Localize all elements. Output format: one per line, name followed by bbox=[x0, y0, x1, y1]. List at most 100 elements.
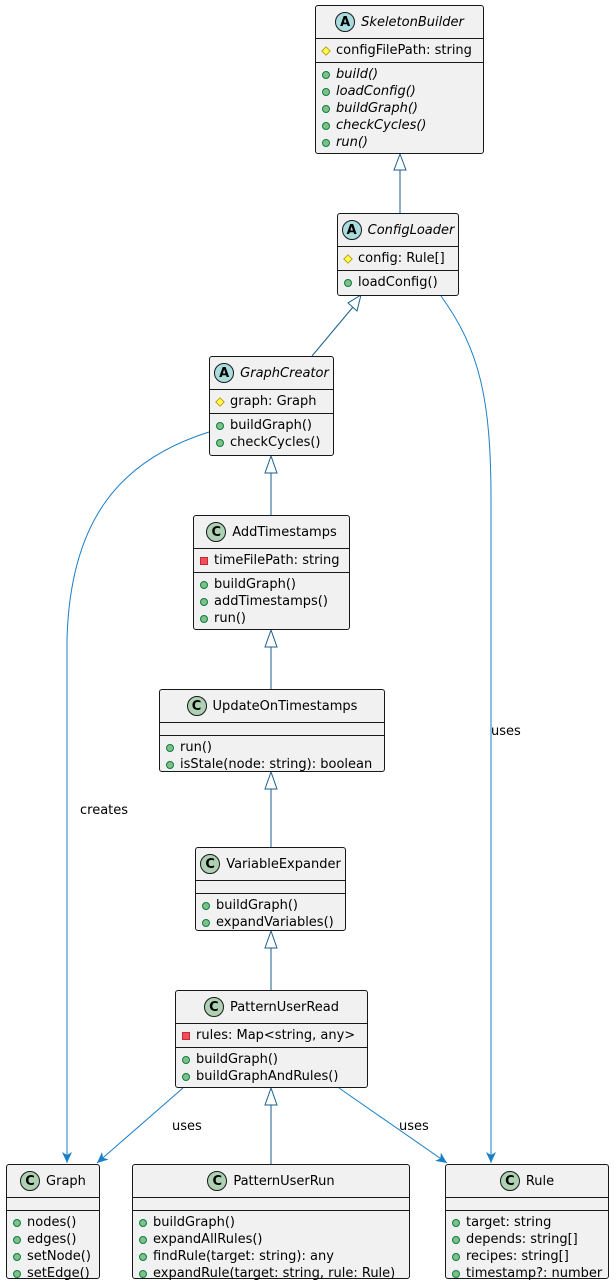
method-text: expandRule(target: string, rule: Rule) bbox=[153, 1266, 396, 1281]
method-row: expandRule(target: string, rule: Rule) bbox=[139, 1265, 403, 1282]
fields-section bbox=[160, 722, 384, 735]
field-row: timeFilePath: string bbox=[200, 552, 343, 569]
public-visibility-icon bbox=[322, 87, 330, 96]
method-row: timestamp?: number bbox=[452, 1265, 602, 1282]
triangle-patternuserread bbox=[264, 1086, 278, 1106]
edge-configloader-uses-rule bbox=[440, 295, 496, 1163]
methods-section: target: string depends: string[] recipes: … bbox=[446, 1210, 608, 1285]
field-row: graph: Graph bbox=[215, 393, 327, 410]
class-name: Graph bbox=[46, 1173, 86, 1189]
method-row: nodes() bbox=[13, 1214, 93, 1231]
method-text: run() bbox=[214, 611, 246, 626]
method-text: buildGraph() bbox=[153, 1215, 235, 1230]
fields-section bbox=[7, 1197, 99, 1210]
public-visibility-icon bbox=[166, 760, 174, 769]
method-row: buildGraph() bbox=[202, 897, 339, 914]
class-name: GraphCreator bbox=[240, 365, 329, 381]
method-text: loadConfig() bbox=[336, 84, 416, 99]
methods-section: buildGraph()expandVariables() bbox=[196, 893, 345, 934]
class-badge-icon: C bbox=[200, 854, 221, 874]
public-visibility-icon bbox=[166, 743, 174, 752]
fields-section: timeFilePath: string bbox=[194, 548, 349, 572]
method-row: buildGraphAndRules() bbox=[182, 1068, 361, 1085]
field-text: rules: Map<string, any> bbox=[196, 1028, 356, 1043]
method-text: buildGraph() bbox=[216, 898, 298, 913]
private-visibility-icon bbox=[182, 1031, 190, 1040]
public-visibility-icon bbox=[200, 597, 208, 606]
methods-section: loadConfig() bbox=[338, 270, 458, 294]
public-visibility-icon bbox=[452, 1269, 460, 1278]
edge-label-uses-rule: uses bbox=[491, 724, 521, 739]
class-header: C UpdateOnTimestamps bbox=[160, 690, 384, 722]
fields-section: rules: Map<string, any> bbox=[176, 1023, 367, 1047]
method-text: setEdge() bbox=[27, 1266, 90, 1281]
class-badge-icon: C bbox=[186, 696, 207, 716]
class-name: PatternUserRun bbox=[233, 1173, 335, 1189]
method-row: checkCycles() bbox=[322, 117, 477, 134]
public-visibility-icon bbox=[322, 138, 330, 147]
method-text: recipes: string[] bbox=[466, 1249, 569, 1264]
public-visibility-icon bbox=[322, 121, 330, 130]
method-text: run() bbox=[180, 740, 212, 755]
method-row: isStale(node: string): boolean bbox=[166, 756, 378, 773]
abstract-class-badge-icon: A bbox=[335, 12, 356, 32]
methods-section: buildGraph() buildGraphAndRules() bbox=[176, 1047, 367, 1088]
method-row: run() bbox=[322, 134, 477, 151]
public-visibility-icon bbox=[139, 1235, 147, 1244]
class-updateontimestamps[interactable]: C UpdateOnTimestamps run()isStale(node: st… bbox=[159, 689, 385, 772]
triangle-variableexpander bbox=[264, 929, 278, 949]
class-name: AddTimestamps bbox=[232, 524, 337, 540]
method-text: edges() bbox=[27, 1232, 77, 1247]
triangle-graphcreator bbox=[264, 454, 278, 474]
triangle-skeletonbuilder bbox=[393, 152, 407, 171]
method-row: buildGraph() bbox=[322, 100, 477, 117]
public-visibility-icon bbox=[182, 1072, 190, 1081]
field-text: graph: Graph bbox=[230, 394, 317, 409]
methods-section: buildGraph()checkCycles() bbox=[210, 413, 333, 454]
class-badge-icon: C bbox=[203, 997, 224, 1017]
field-row: config: Rule[] bbox=[343, 250, 452, 267]
method-row: checkCycles() bbox=[216, 434, 327, 451]
edge-patternuserread-uses-rule bbox=[338, 1087, 448, 1164]
method-row: recipes: string[] bbox=[452, 1248, 602, 1265]
method-row: expandVariables() bbox=[202, 914, 339, 931]
method-row: build() bbox=[322, 66, 477, 83]
method-text: addTimestamps() bbox=[214, 594, 328, 609]
method-row: edges() bbox=[13, 1231, 93, 1248]
class-badge-icon: C bbox=[207, 1171, 228, 1191]
method-text: build() bbox=[336, 67, 379, 82]
public-visibility-icon bbox=[216, 421, 224, 430]
class-header: C PatternUserRun bbox=[133, 1165, 409, 1197]
field-text: config: Rule[] bbox=[358, 251, 445, 266]
public-visibility-icon bbox=[13, 1269, 21, 1278]
edge-creates bbox=[62, 431, 210, 1163]
edge-label-uses-graph: uses bbox=[172, 1119, 202, 1134]
method-text: buildGraphAndRules() bbox=[196, 1069, 339, 1084]
class-name: UpdateOnTimestamps bbox=[212, 698, 358, 714]
method-row: addTimestamps() bbox=[200, 593, 343, 610]
fields-section bbox=[446, 1197, 608, 1210]
method-text: buildGraph() bbox=[336, 101, 418, 116]
methods-section: nodes()edges()setNode()setEdge() bbox=[7, 1210, 99, 1285]
method-text: buildGraph() bbox=[196, 1052, 278, 1067]
method-text: depends: string[] bbox=[466, 1232, 578, 1247]
public-visibility-icon bbox=[202, 901, 210, 910]
methods-section: run()isStale(node: string): boolean bbox=[160, 735, 384, 776]
methods-section: buildGraph()expandAllRules()findRule(tar… bbox=[133, 1210, 409, 1285]
method-text: target: string bbox=[466, 1215, 552, 1230]
public-visibility-icon bbox=[200, 614, 208, 623]
method-text: findRule(target: string): any bbox=[153, 1249, 334, 1264]
methods-section: buildGraph()addTimestamps()run() bbox=[194, 572, 349, 630]
